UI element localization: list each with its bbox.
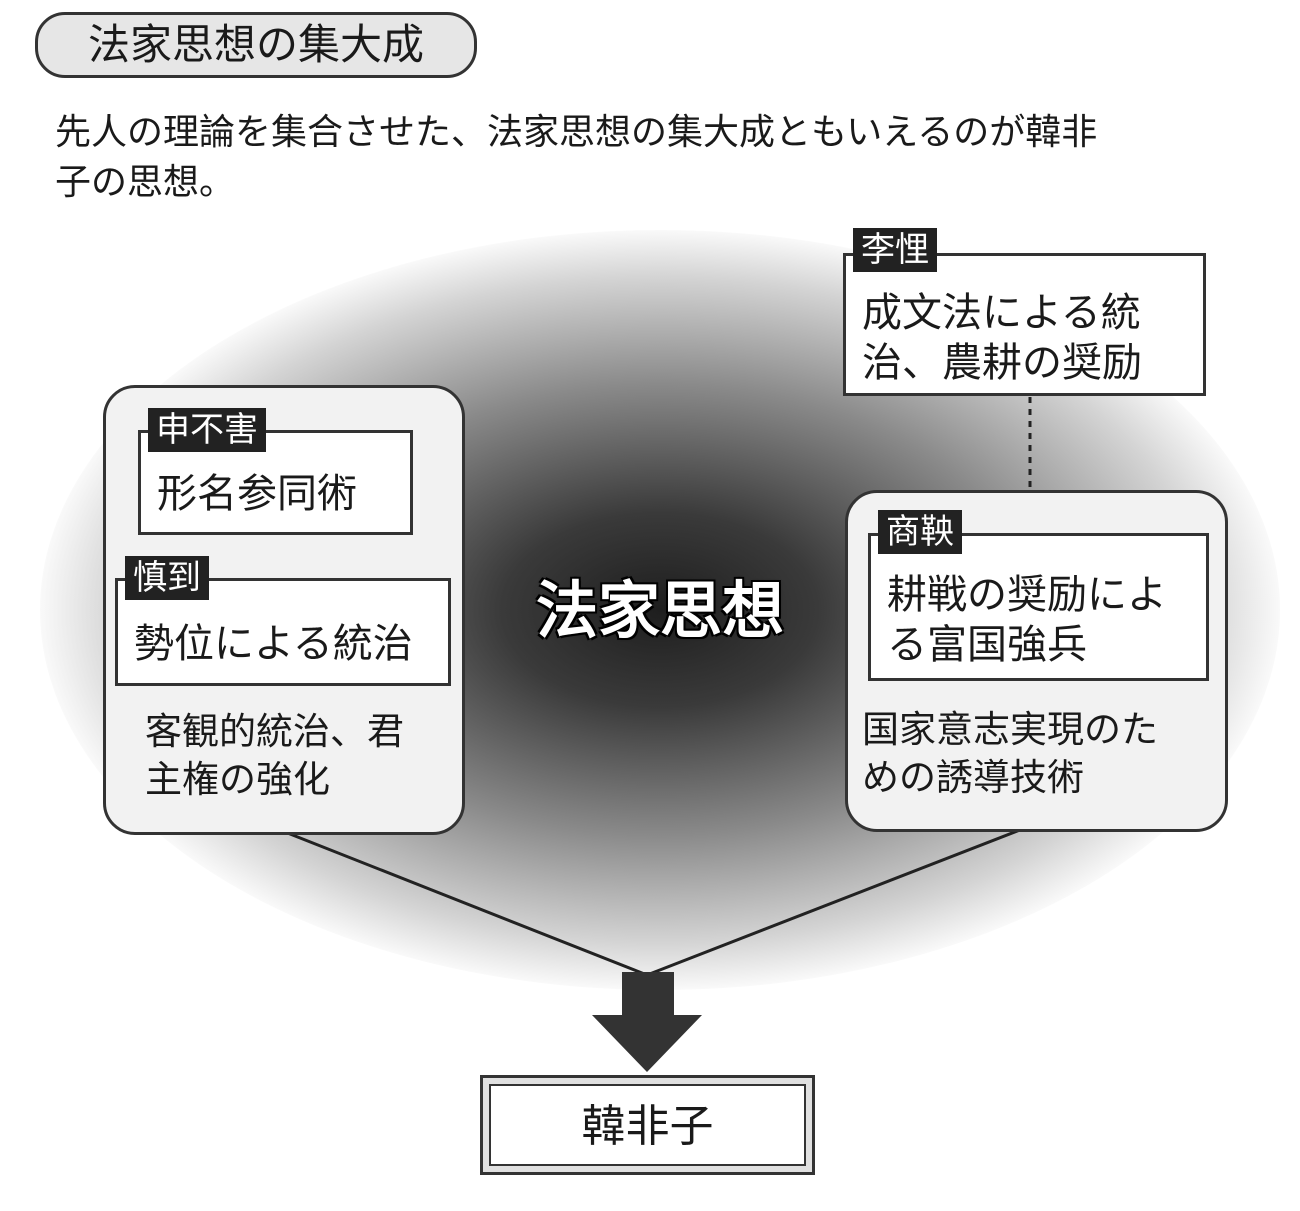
shang-yang-box: 耕戦の奨励によ る富国強兵 (868, 533, 1209, 681)
result-label: 韓非子 (489, 1084, 806, 1166)
summary-line: めの誘導技術 (862, 756, 1084, 799)
right-summary: 国家意志実現のた めの誘導技術 (862, 706, 1158, 802)
li-kui-desc-line: 成文法による統 (862, 290, 1141, 336)
li-kui-box: 成文法による統 治、農耕の奨励 (843, 253, 1206, 396)
section-title: 法家思想の集大成 (35, 12, 477, 78)
shen-buhai-tag: 申不害 (148, 408, 266, 452)
summary-line: 主権の強化 (145, 758, 330, 801)
down-arrow-icon (592, 972, 702, 1072)
shang-yang-desc-line: る富国強兵 (887, 622, 1087, 668)
shang-yang-tag: 商鞅 (878, 510, 962, 554)
right-connector-line (646, 826, 1026, 977)
intro-text: 先人の理論を集合させた、法家思想の集大成ともいえるのが韓非 子の思想。 (55, 108, 1275, 208)
shen-dao-tag: 慎到 (125, 556, 209, 600)
center-label: 法家思想 (535, 574, 784, 647)
shen-dao-desc: 勢位による統治 (134, 621, 413, 667)
shen-buhai-desc: 形名参同術 (157, 471, 357, 517)
li-kui-desc-line: 治、農耕の奨励 (862, 340, 1142, 386)
intro-line: 先人の理論を集合させた、法家思想の集大成ともいえるのが韓非 (55, 112, 1098, 153)
summary-line: 国家意志実現のた (862, 708, 1158, 751)
summary-line: 客観的統治、君 (145, 710, 404, 753)
li-kui-tag: 李悝 (853, 228, 937, 272)
intro-line: 子の思想。 (55, 162, 236, 203)
left-connector-line (284, 830, 648, 977)
shen-dao-box: 勢位による統治 (115, 578, 451, 686)
left-summary: 客観的統治、君 主権の強化 (145, 708, 404, 804)
shang-yang-desc-line: 耕戦の奨励によ (887, 572, 1167, 618)
result-box: 韓非子 (480, 1075, 815, 1175)
